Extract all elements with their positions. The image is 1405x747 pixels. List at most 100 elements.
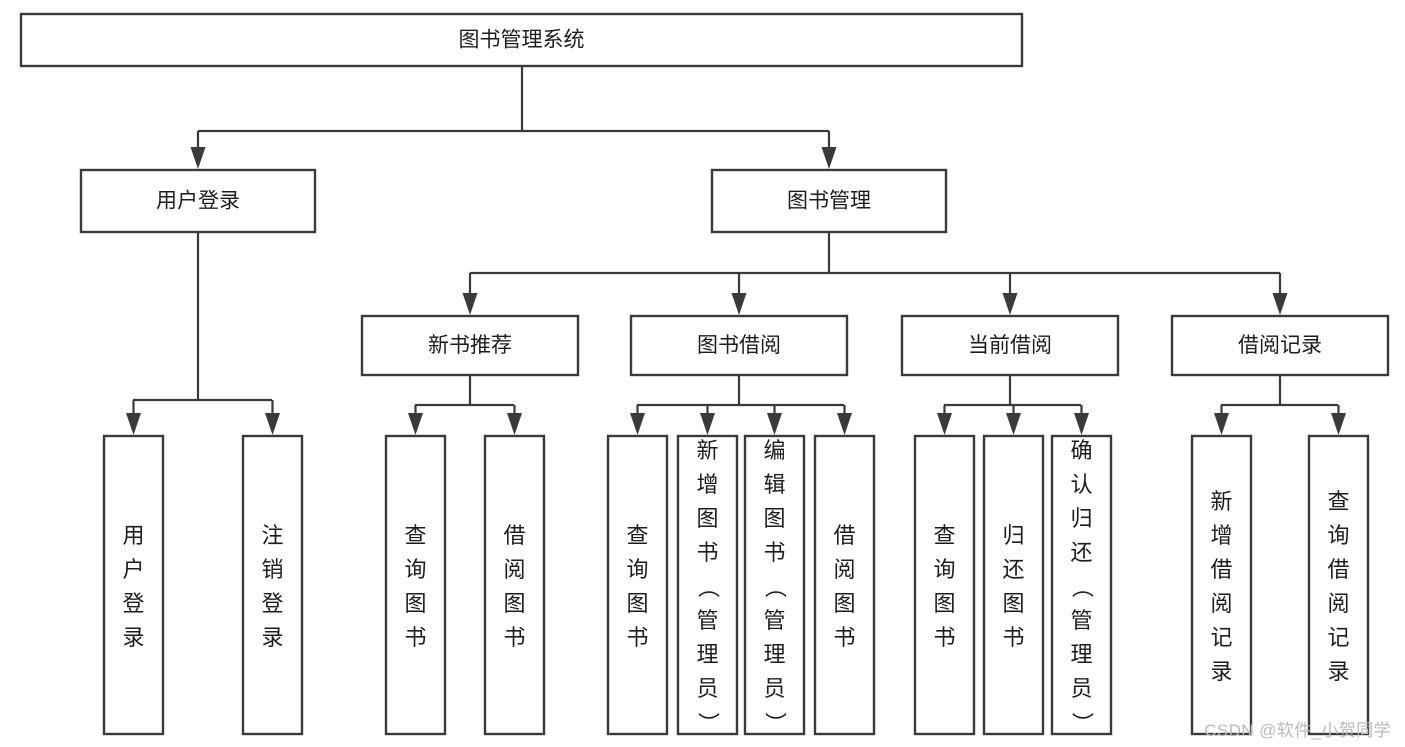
connector-bookmgmt-bus [470,232,1280,275]
node-label-char: 询 [404,557,426,582]
node-label-char: 阅 [1327,591,1349,616]
node-leaf-newbook-query[interactable]: 查询图书查询图书 [384,396,447,736]
node-box[interactable] [1307,434,1370,736]
node-box[interactable] [743,434,806,736]
node-box[interactable] [384,434,447,736]
node-box[interactable] [483,434,546,736]
node-label-char: 员 [763,676,785,701]
arrow-head-icon [408,413,423,435]
node-label-char: 查 [404,523,426,548]
connector-newbook-bus [415,375,514,407]
node-label-char: 录 [1210,659,1232,684]
connector-current-bus [944,375,1081,407]
node-borrow[interactable]: 图书借阅 [629,314,849,377]
node-label-char: 员 [1070,676,1092,701]
node-label: 图书管理系统 [459,29,585,52]
node-box[interactable] [606,434,669,736]
node-label-char: 询 [626,557,648,582]
node-label-char: 新 [1210,489,1232,514]
arrow-head-icon [1331,413,1346,435]
node-leaf-user-logout[interactable]: 注销登录注销登录 [241,396,304,736]
node-label-char: 书 [763,540,785,565]
node-box[interactable] [1170,314,1390,377]
node-label-char: 图 [626,591,648,616]
node-box[interactable] [79,168,317,234]
node-box[interactable] [629,314,849,377]
arrow-head-icon [1006,413,1021,435]
node-label-char: 记 [1327,625,1349,650]
node-leaf-records-add[interactable]: 新增借阅记录新增借阅记录 [1190,396,1253,736]
node-leaf-records-query[interactable]: 查询借阅记录查询借阅记录 [1307,396,1370,736]
node-label-char: 登 [261,591,283,616]
node-login[interactable]: 用户登录 [79,168,317,234]
node-label-char: 辑 [763,472,785,497]
node-box[interactable] [676,434,739,736]
node-leaf-current-query[interactable]: 查询图书查询图书 [913,396,976,736]
node-box[interactable] [913,434,976,736]
node-box[interactable] [813,434,876,736]
node-box[interactable] [360,314,580,377]
node-current[interactable]: 当前借阅 [900,314,1120,377]
node-label-char: 归 [1070,506,1092,531]
node-label-char: 图 [763,506,785,531]
node-label-char: 管 [763,608,785,633]
node-label-char: 录 [122,625,144,650]
node-label-char: 书 [626,625,648,650]
node-leaf-newbook-borrow[interactable]: 借阅图书借阅图书 [483,396,546,736]
node-box[interactable] [102,434,165,736]
edge-current-to-leaf-current-confirm [1074,405,1089,435]
arrow-head-icon [937,413,952,435]
node-label: 图书管理 [787,190,871,213]
arrow-head-icon [265,413,280,435]
arrow-head-icon [630,413,645,435]
node-records[interactable]: 借阅记录 [1170,314,1390,377]
node-label: 借阅记录 [1238,334,1322,357]
node-label-char: 图 [833,591,855,616]
node-leaf-current-return[interactable]: 归还图书归还图书 [982,396,1045,736]
node-leaf-user-login[interactable]: 用户登录用户登录 [102,396,165,736]
node-label-char: 查 [1327,489,1349,514]
node-label-char: 归 [1002,523,1024,548]
edge-bookmgmt-to-borrow [731,273,747,315]
node-box[interactable] [241,434,304,736]
node-label-char: 书 [404,625,426,650]
edge-records-to-leaf-records-query [1331,405,1346,435]
node-box[interactable] [982,434,1045,736]
node-label: 当前借阅 [968,334,1052,357]
edge-newbook-to-leaf-newbook-query [408,405,423,435]
node-label-char: 销 [261,557,283,582]
node-box[interactable] [1190,434,1253,736]
node-box[interactable] [1050,434,1113,736]
edge-login-to-leaf-user-login [126,400,141,435]
arrow-head-icon [700,413,715,435]
arrow-head-icon [1074,413,1089,435]
node-label: 图书借阅 [697,334,781,357]
arrow-head-icon [837,413,852,435]
node-leaf-borrow-query[interactable]: 查询图书查询图书 [606,396,669,736]
node-leaf-borrow-lend[interactable]: 借阅图书借阅图书 [813,396,876,736]
node-label-char: 还 [1002,557,1024,582]
node-label-char: 查 [933,523,955,548]
node-label-char: 录 [261,625,283,650]
connector-root-bus [198,66,829,133]
node-label: 新书推荐 [428,334,512,357]
arrow-head-icon [1272,293,1288,315]
node-newbook[interactable]: 新书推荐 [360,314,580,377]
node-label-char: 图 [933,591,955,616]
node-box[interactable] [19,12,1024,68]
edge-newbook-to-leaf-newbook-borrow [507,405,522,435]
node-label-char: ） [763,712,788,734]
node-label: 用户登录 [156,190,240,213]
node-box[interactable] [900,314,1120,377]
edge-borrow-to-leaf-borrow-lend [837,405,852,435]
arrow-head-icon [767,413,782,435]
node-box[interactable] [710,168,948,234]
connector-records-bus [1221,375,1338,407]
node-root[interactable]: 图书管理系统 [19,12,1024,68]
node-bookmgmt[interactable]: 图书管理 [710,168,948,234]
